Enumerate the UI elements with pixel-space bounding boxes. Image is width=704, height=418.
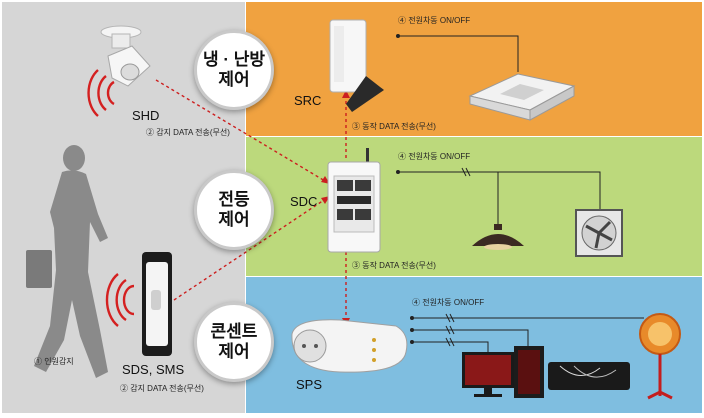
wall-sensor-icon [142,252,172,356]
shd-label: SHD [132,108,160,123]
sdc-action-step: ③ 동작 DATA 전송(무선) [352,261,436,270]
hvac-band [246,2,702,136]
hvac-wiring [398,35,519,72]
hvac-control-badge: 냉 · 난방 제어 [194,30,274,110]
outlet-title-line1: 콘센트 [210,322,258,341]
shd-sense-step: ② 감지 DATA 전송(무선) [146,128,230,137]
wall-aircon-icon [548,362,630,390]
hvac-title-line1: 냉 · 난방 [202,50,266,69]
sdc-controller-icon [327,148,381,253]
heater-icon [639,313,681,400]
light-wiring [398,167,601,226]
pendant-lamp-icon [472,224,524,250]
sdc-label: SDC [290,194,318,209]
src-label: SRC [294,93,322,108]
shd-signal-wave-icon [87,69,115,117]
smart-plug-icon [291,319,408,373]
sps-label: SPS [296,377,323,392]
hvac-title-line2: 제어 [218,70,250,89]
light-control-badge: 전등 제어 [194,170,274,250]
ventilation-fan-icon [575,209,623,257]
outlet-control-badge: 콘센트 제어 [194,302,274,382]
wireless-signal-lines [155,79,347,322]
light-power-step: ④ 전원차동 ON/OFF [398,152,471,161]
person-silhouette-icon [26,145,108,378]
pc-tower-icon [514,346,544,398]
outlet-power-step: ④ 전원차동 ON/OFF [412,298,485,307]
monitor-icon [462,352,514,397]
sds-sms-label: SDS, SMS [122,362,185,377]
hvac-power-step: ④ 전원차동 ON/OFF [398,16,471,25]
light-title-line2: 제어 [218,210,250,229]
src-action-step: ③ 동작 DATA 전송(무선) [352,122,436,131]
outlet-wiring [412,313,644,352]
src-controller-icon [329,19,384,112]
light-title-line1: 전등 [218,190,250,209]
ceiling-sensor-icon [100,25,151,87]
light-band [246,137,702,276]
outlet-title-line2: 제어 [218,342,250,361]
sds-sense-step: ② 감지 DATA 전송(무선) [120,384,204,393]
sds-signal-wave-icon [105,273,135,327]
human-sense-step: ① 인원감지 [34,357,74,366]
cassette-aircon-icon [468,73,576,121]
